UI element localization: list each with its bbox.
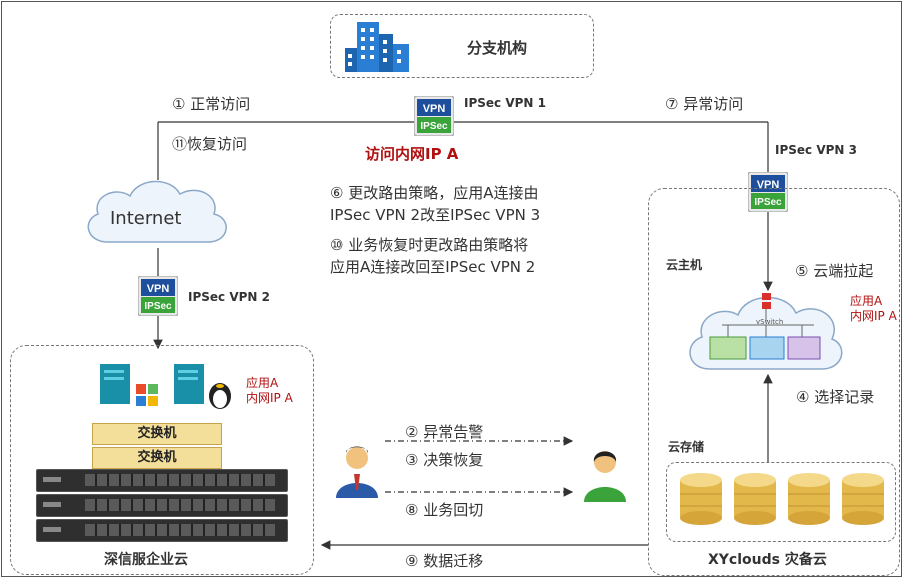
rack-server [36,469,288,492]
step-7-label: ⑦ 异常访问 [665,95,744,113]
vpn-badge-top: VPN [147,283,170,295]
vpn-icon: VPN IPSec [747,171,789,213]
rack-server [36,494,288,517]
branch-office-box [330,14,594,78]
support-person-icon [584,451,626,502]
step-4-label: ④ 选择记录 [796,388,875,406]
internet-label: Internet [110,208,182,229]
vpn-badge-bottom: IPSec [754,197,782,208]
left-app-label-line1: 应用A [246,376,279,390]
step-10-line1: ⑩ 业务恢复时更改路由策略将 [330,236,529,254]
storage-box [666,462,896,542]
step-10-line2: 应用A连接改回至IPSec VPN 2 [330,258,536,276]
internet-cloud-icon [87,180,227,243]
cloud-host-icon [689,293,843,370]
step-1-label: ① 正常访问 [172,95,251,113]
vpn-badge-bottom: IPSec [420,121,448,132]
operator-person-icon [336,446,378,498]
vpn2-badge: VPN IPSec [137,275,179,317]
step-6-line2: IPSec VPN 2改至IPSec VPN 3 [330,206,541,224]
step-11-label: ⑪恢复访问 [172,135,248,153]
right-app-label-line2: 内网IP A [850,309,897,323]
storage-disks-icon [680,473,884,525]
cloud-storage-label: 云存储 [668,440,705,454]
vpn3-label: IPSec VPN 3 [775,143,857,157]
access-ip-a-label: 访问内网IP A [365,145,459,163]
left-app-label-line2: 内网IP A [246,391,293,405]
step-5-label: ⑤ 云端拉起 [795,262,874,280]
right-app-label-line1: 应用A [850,294,883,308]
switch-2: 交换机 [92,447,222,469]
step-8-label: ⑧ 业务回切 [405,501,484,519]
switch-1: 交换机 [92,423,222,445]
vpn1-label: IPSec VPN 1 [464,96,546,110]
left-dc-title: 深信服企业云 [104,552,188,568]
step-9-label: ⑨ 数据迁移 [405,552,484,570]
vpn3-badge: VPN IPSec [747,171,789,213]
step-3-label: ③ 决策恢复 [405,451,484,469]
vswitch-label: vSwitch [756,318,784,326]
step-2-label: ② 异常告警 [405,423,484,441]
branch-office-label: 分支机构 [467,39,528,57]
vpn-badge-bottom: IPSec [144,301,172,312]
linux-server-icon [174,364,231,409]
vpn-badge-top: VPN [423,103,446,115]
rack-server [36,519,288,542]
cloud-host-label: 云主机 [666,258,703,272]
vpn-icon: VPN IPSec [137,275,179,317]
right-dc-box [648,188,900,576]
office-building-icon [345,22,409,72]
windows-server-icon [100,364,158,406]
vpn-icon: VPN IPSec [413,95,455,137]
step-6-line1: ⑥ 更改路由策略，应用A连接由 [330,184,539,202]
vpn1-badge: VPN IPSec [413,95,455,137]
vpn2-label: IPSec VPN 2 [188,290,270,304]
right-dc-title: XYclouds 灾备云 [708,552,827,568]
left-dc-box [10,345,314,575]
